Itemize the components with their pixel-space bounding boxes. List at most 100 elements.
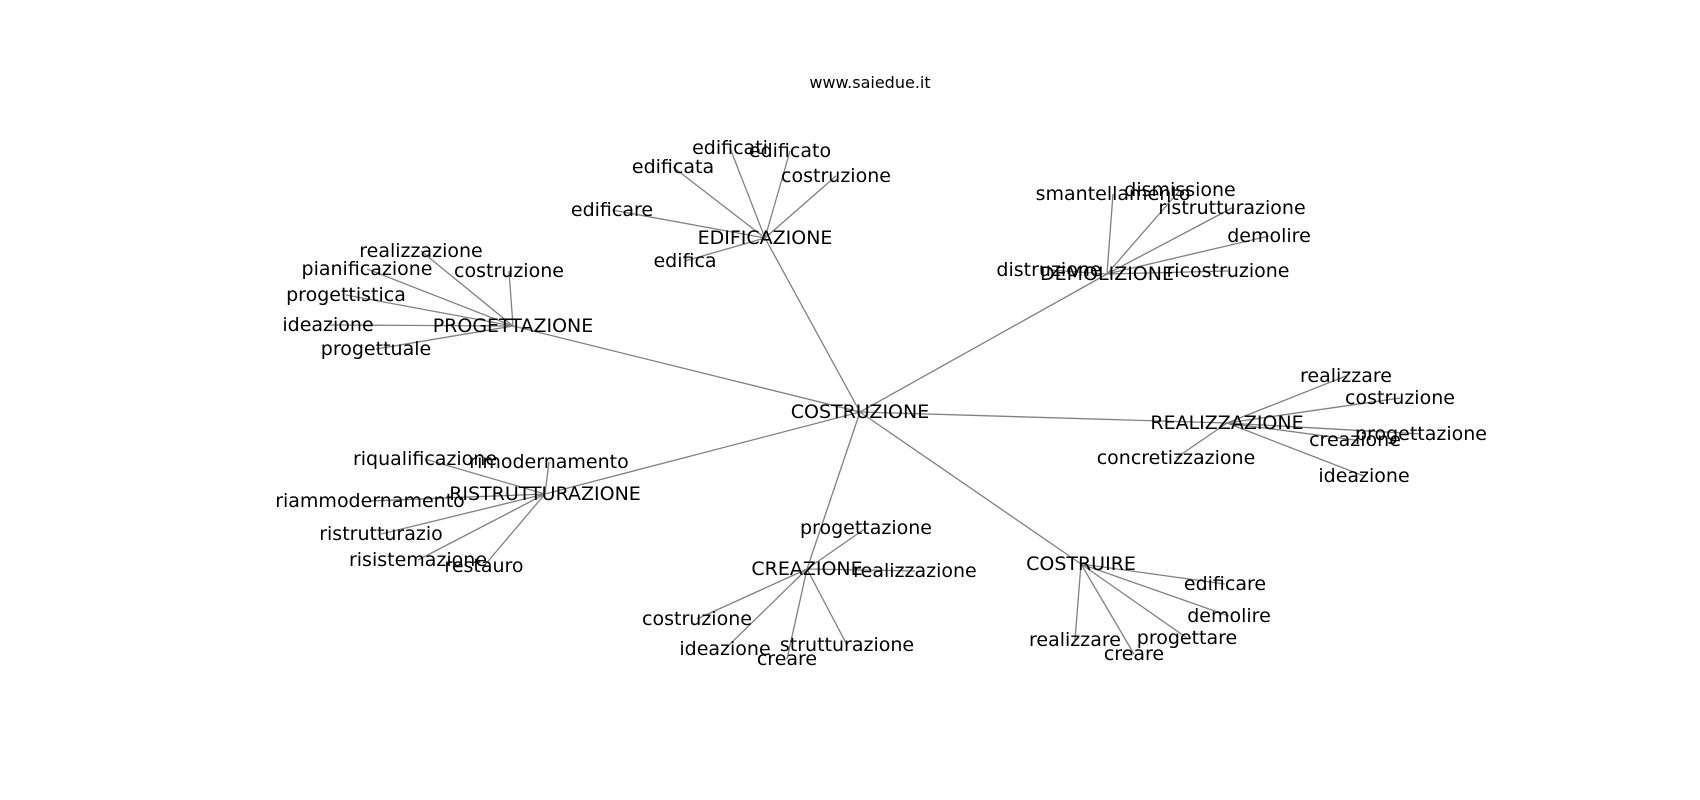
leaf-node-costruire-progettare: progettare	[1137, 627, 1237, 649]
hub-node-progettazione: PROGETTAZIONE	[433, 315, 594, 337]
leaf-node-ristrutturazione-restauro: restauro	[444, 555, 523, 577]
hub-node-demolizione: DEMOLIZIONE	[1040, 263, 1174, 285]
edge-progettazione-costruzione	[508, 270, 514, 327]
edge-creazione-ideazione	[724, 568, 808, 650]
edge-creazione-progettazione	[806, 527, 867, 570]
edge-root-edificazione	[764, 237, 861, 413]
leaf-node-creazione-progettazione: progettazione	[800, 517, 932, 539]
leaf-node-realizzazione-progettazione: progettazione	[1355, 423, 1487, 445]
edge-edificazione-edificata	[672, 166, 766, 239]
edge-progettazione-progettistica	[345, 294, 514, 327]
edge-progettazione-progettuale	[375, 325, 514, 350]
edge-edificazione-edificare	[611, 209, 766, 239]
leaf-node-edificazione-edifica: edifica	[653, 250, 716, 272]
hub-node-creazione: CREAZIONE	[751, 558, 862, 580]
edge-creazione-costruzione	[696, 568, 808, 620]
edge-ristrutturazione-rimodernamento	[544, 461, 550, 495]
leaf-node-progettazione-costruzione: costruzione	[454, 260, 564, 282]
edge-ristrutturazione-riqualificazione	[424, 458, 546, 495]
edge-demolizione-distruzione	[1048, 269, 1108, 275]
edge-creazione-creare	[786, 568, 808, 660]
edge-root-progettazione	[512, 325, 861, 413]
leaf-node-ristrutturazione-rimodernamento: rimodernamento	[469, 451, 628, 473]
leaf-node-demolizione-ricostruzione: ricostruzione	[1167, 260, 1290, 282]
leaf-node-demolizione-ristrutturazione: ristrutturazione	[1158, 197, 1305, 219]
edge-root-realizzazione	[859, 411, 1228, 424]
leaf-node-creazione-costruzione: costruzione	[642, 608, 752, 630]
leaf-node-edificazione-edificata: edificata	[632, 156, 714, 178]
edge-edificazione-edificato	[764, 150, 791, 239]
edge-edificazione-costruzione	[764, 175, 837, 239]
edge-realizzazione-costruzione	[1226, 397, 1401, 424]
leaf-node-realizzazione-costruzione: costruzione	[1345, 387, 1455, 409]
leaf-node-creazione-realizzazione: realizzazione	[853, 560, 976, 582]
leaf-node-demolizione-smantellamento: smantellamento	[1036, 183, 1191, 205]
hub-node-ristrutturazione: RISTRUTTURAZIONE	[449, 483, 641, 505]
hub-node-costruire: COSTRUIRE	[1026, 553, 1136, 575]
edge-creazione-realizzazione	[806, 568, 916, 572]
edge-demolizione-demolire	[1106, 235, 1270, 275]
leaf-node-realizzazione-realizzare: realizzare	[1300, 365, 1392, 387]
leaf-node-demolizione-demolire: demolire	[1227, 225, 1311, 247]
labels-layer: COSTRUZIONE EDIFICAZIONE edificatiedificat…	[275, 137, 1487, 670]
edge-realizzazione-creazione	[1226, 422, 1356, 441]
leaf-node-costruire-realizzare: realizzare	[1029, 629, 1121, 651]
edge-demolizione-ristrutturazione	[1106, 207, 1233, 275]
leaf-node-realizzazione-ideazione: ideazione	[1318, 465, 1409, 487]
leaf-node-realizzazione-creazione: creazione	[1309, 429, 1401, 451]
leaf-node-creazione-ideazione: ideazione	[679, 638, 770, 660]
leaf-node-progettazione-progettistica: progettistica	[286, 284, 406, 306]
edge-costruire-demolire	[1080, 563, 1230, 617]
edge-edificazione-edificati	[729, 147, 766, 239]
edge-realizzazione-progettazione	[1226, 422, 1422, 435]
hub-node-edificazione: EDIFICAZIONE	[698, 227, 833, 249]
site-title: www.saiedue.it	[809, 73, 930, 92]
leaf-node-edificazione-costruzione: costruzione	[781, 165, 891, 187]
leaf-node-costruire-edificare: edificare	[1184, 573, 1266, 595]
edge-edificazione-edifica	[684, 237, 766, 262]
edge-progettazione-realizzazione	[420, 250, 514, 327]
leaf-node-progettazione-ideazione: ideazione	[282, 314, 373, 336]
edge-costruire-progettare	[1080, 563, 1188, 639]
leaf-node-demolizione-distruzione: distruzione	[996, 259, 1101, 281]
leaf-node-realizzazione-concretizzazione: concretizzazione	[1097, 447, 1256, 469]
leaf-node-creazione-strutturazione: strutturazione	[780, 634, 914, 656]
edge-realizzazione-concretizzazione	[1175, 422, 1228, 459]
leaf-node-edificazione-edificato: edificato	[749, 140, 831, 162]
edges-layer	[327, 147, 1422, 660]
leaf-node-demolizione-dismissione: dismissione	[1124, 179, 1235, 201]
hub-node-realizzazione: REALIZZAZIONE	[1150, 412, 1303, 434]
edge-creazione-strutturazione	[806, 568, 848, 646]
edge-demolizione-smantellamento	[1106, 193, 1114, 275]
leaf-node-ristrutturazione-riqualificazione: riqualificazione	[353, 448, 497, 470]
leaf-node-ristrutturazione-ristrutturazio: ristrutturazio	[319, 523, 443, 545]
edge-ristrutturazione-ristrutturazio	[380, 493, 546, 535]
edge-realizzazione-ideazione	[1226, 422, 1365, 477]
root-node-label: COSTRUZIONE	[791, 401, 929, 423]
edge-ristrutturazione-risistemazione	[417, 493, 546, 561]
edge-demolizione-ricostruzione	[1106, 270, 1229, 275]
leaf-node-ristrutturazione-riammodernamento: riammodernamento	[275, 490, 465, 512]
edge-root-demolizione	[859, 273, 1108, 413]
leaf-node-creazione-creare: creare	[757, 648, 817, 670]
leaf-node-costruire-creare: creare	[1104, 643, 1164, 665]
leaf-node-ristrutturazione-risistemazione: risistemazione	[349, 549, 487, 571]
leaf-node-progettazione-realizzazione: realizzazione	[359, 240, 482, 262]
leaf-node-edificazione-edificare: edificare	[571, 199, 653, 221]
edge-ristrutturazione-restauro	[483, 493, 546, 567]
edge-root-ristrutturazione	[544, 411, 861, 495]
edge-costruire-realizzare	[1074, 563, 1082, 641]
edge-progettazione-ideazione	[327, 324, 514, 327]
edge-ristrutturazione-riammodernamento	[369, 493, 546, 502]
edge-progettazione-pianificazione	[366, 268, 514, 327]
edge-demolizione-dismissione	[1106, 189, 1181, 275]
leaf-node-progettazione-progettuale: progettuale	[321, 338, 431, 360]
edge-realizzazione-realizzare	[1226, 375, 1347, 424]
leaf-node-costruire-demolire: demolire	[1187, 605, 1271, 627]
leaf-node-edificazione-edificati: edificati	[692, 137, 768, 159]
edge-costruire-creare	[1080, 563, 1135, 655]
edge-costruire-edificare	[1080, 563, 1226, 585]
leaf-node-progettazione-pianificazione: pianificazione	[302, 258, 433, 280]
edge-root-costruire	[859, 411, 1082, 565]
